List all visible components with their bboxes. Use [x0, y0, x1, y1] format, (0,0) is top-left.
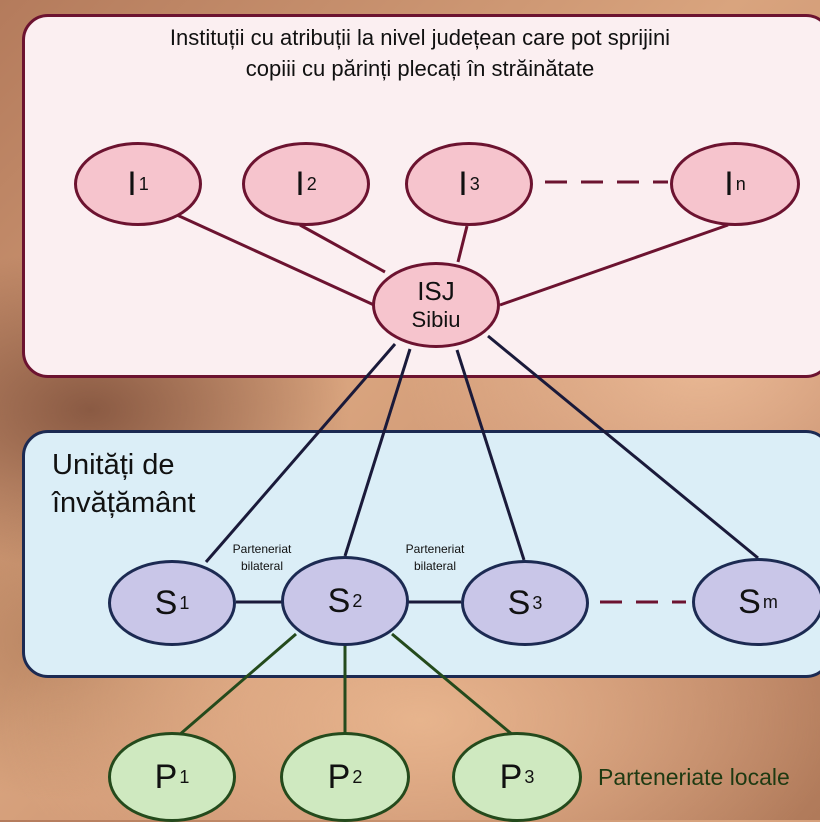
link-s2-p1 — [177, 632, 297, 738]
link-i1-isj — [176, 213, 375, 307]
link-isj-s3 — [455, 349, 526, 561]
isj-sibiu-node: ISJ Sibiu — [372, 262, 500, 348]
link-isj-s2 — [343, 348, 412, 557]
link-isj-s1 — [204, 343, 397, 563]
link-s2-p3 — [391, 632, 515, 738]
local-partnerships-label: Parteneriate locale — [598, 764, 790, 790]
institutions-title: Instituții cu atribuții la nivel județea… — [169, 25, 671, 81]
link-isj-sm — [487, 334, 759, 560]
link-i3-isj — [456, 225, 469, 263]
partnership-label-s2-s3: Parteneriat bilateral — [405, 542, 465, 573]
schools-section-label: Unități de învățământ — [52, 449, 196, 519]
link-in-isj — [499, 223, 729, 307]
partnership-label-s1-s2: Parteneriat bilateral — [232, 542, 292, 573]
link-i2-isj — [299, 223, 386, 274]
